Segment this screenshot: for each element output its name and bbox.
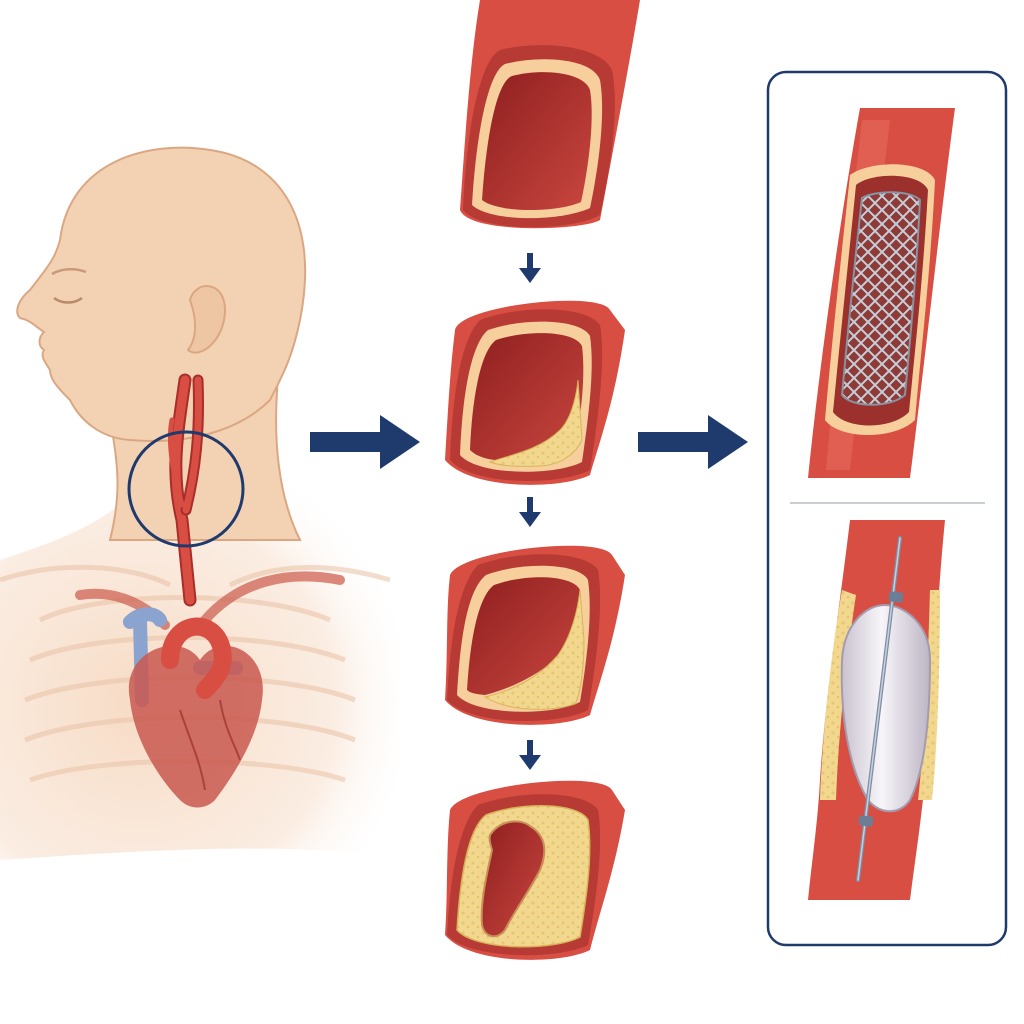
closed-eye — [53, 296, 83, 304]
head — [16, 146, 307, 442]
progression-panel — [445, 0, 640, 960]
catheter-marker-top — [888, 591, 904, 603]
balloon-angioplasty-illustration — [808, 520, 945, 900]
ear — [186, 285, 227, 354]
catheter-marker-bottom — [858, 815, 874, 827]
narrowed-lumen-stage-4 — [480, 820, 546, 938]
down-arrow-3 — [519, 740, 541, 770]
artery-stage-2-mild-plaque — [445, 300, 625, 485]
plaque-deposit-stage-3 — [483, 589, 585, 710]
carotid-highlight-circle — [127, 430, 245, 548]
artery-stage-4-severe-plaque — [445, 780, 625, 960]
treatments-panel — [766, 70, 1008, 947]
arrow-anatomy-to-progression — [310, 415, 420, 469]
artery-stage-1-healthy — [460, 0, 640, 229]
arrow-progression-to-treatments — [638, 415, 748, 469]
plaque-deposit-stage-2 — [488, 379, 583, 467]
stent-mesh — [840, 191, 922, 406]
down-arrow-1 — [519, 253, 541, 283]
heart — [128, 645, 263, 808]
stent-illustration — [808, 108, 955, 478]
balloon — [840, 603, 932, 813]
aortic-arch — [161, 617, 232, 699]
heart-vessels — [179, 699, 241, 791]
carotid-artery — [168, 373, 204, 607]
artery-stage-3-moderate-plaque — [445, 545, 625, 725]
down-arrow-2 — [519, 497, 541, 527]
anatomy-panel — [0, 146, 400, 860]
eyebrow — [51, 268, 87, 276]
